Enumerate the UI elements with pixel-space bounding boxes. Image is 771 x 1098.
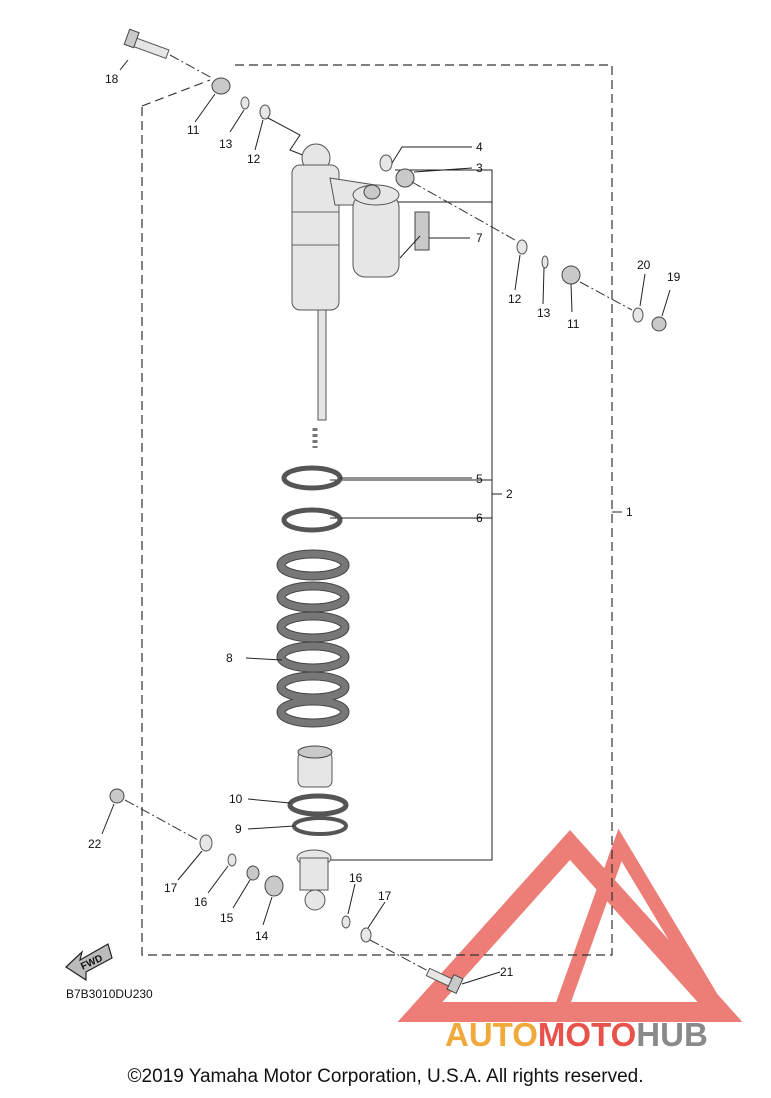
callout-2: 2	[506, 487, 513, 501]
callout-3: 3	[476, 161, 483, 175]
bolt-21	[425, 967, 464, 995]
axis-line-upper-right	[411, 181, 516, 241]
callout-14: 14	[255, 929, 269, 943]
collar-3	[395, 168, 415, 188]
copyright-notice: ©2019 Yamaha Motor Corporation, U.S.A. A…	[127, 1066, 644, 1087]
washer-13-right	[541, 255, 549, 269]
locknut-5	[281, 465, 343, 491]
bracket-2	[330, 169, 493, 861]
axis-line-top	[169, 54, 213, 79]
callout-20: 20	[637, 258, 651, 272]
callout-19: 19	[667, 270, 681, 284]
callout-11-top: 11	[187, 123, 200, 137]
diagram-code: B7B3010DU230	[66, 987, 153, 1001]
axis-line-right	[579, 281, 633, 311]
callout-22: 22	[88, 837, 102, 851]
watermark-text: AUTOMOTOHUB	[445, 1016, 708, 1053]
fwd-arrow-icon: FWD	[65, 943, 113, 982]
axis-line-lower-right	[369, 939, 431, 973]
callout-15: 15	[220, 911, 234, 925]
adjuster-6	[281, 507, 343, 533]
seal-12-right	[516, 239, 528, 255]
seal-12-top	[259, 104, 271, 120]
callout-21: 21	[500, 965, 514, 979]
washer-20	[632, 307, 644, 323]
seal-4	[379, 154, 393, 172]
washer-13-top	[240, 96, 250, 110]
callout-13-right: 13	[537, 306, 551, 320]
bump-stopper	[297, 745, 333, 788]
callout-6: 6	[476, 511, 483, 525]
callout-8: 8	[226, 651, 233, 665]
washer-17-right	[360, 927, 372, 943]
axis-line-lower-left	[124, 799, 199, 841]
callout-4: 4	[476, 140, 483, 154]
callout-10: 10	[229, 792, 243, 806]
callout-18: 18	[105, 72, 119, 86]
bearing-14	[264, 875, 284, 897]
leaders-3-4	[391, 146, 473, 173]
leader-lines	[101, 59, 671, 985]
seal-16-left	[227, 853, 237, 867]
callout-13-top: 13	[219, 137, 233, 151]
callout-17-left: 17	[164, 881, 178, 895]
callout-17-right: 17	[378, 889, 392, 903]
callout-1: 1	[626, 505, 633, 519]
fwd-label: FWD	[79, 953, 104, 973]
lower-eye	[296, 849, 332, 911]
callout-11-right: 11	[567, 317, 580, 331]
collar-11-right	[561, 265, 581, 285]
callout-16-left: 16	[194, 895, 208, 909]
callout-5: 5	[476, 472, 483, 486]
nut-22	[109, 788, 125, 804]
callout-12-top: 12	[247, 152, 261, 166]
shock-absorber-body	[291, 143, 400, 421]
watermark-logo	[397, 828, 743, 1022]
stopper-9	[292, 816, 348, 836]
callout-9: 9	[235, 822, 242, 836]
spring-8	[276, 549, 350, 728]
seal-16-right	[341, 915, 351, 929]
bolt-18	[123, 28, 170, 60]
assembly-outline	[141, 64, 613, 956]
callout-16-right: 16	[349, 871, 363, 885]
collar-15	[246, 865, 260, 881]
collar-11-top	[211, 77, 231, 95]
spring-guide-10	[287, 793, 349, 817]
callout-7: 7	[476, 231, 483, 245]
nut-19	[651, 316, 667, 332]
callout-12-right: 12	[508, 292, 522, 306]
label-decal-7	[399, 211, 470, 259]
washer-17-left	[199, 834, 213, 852]
